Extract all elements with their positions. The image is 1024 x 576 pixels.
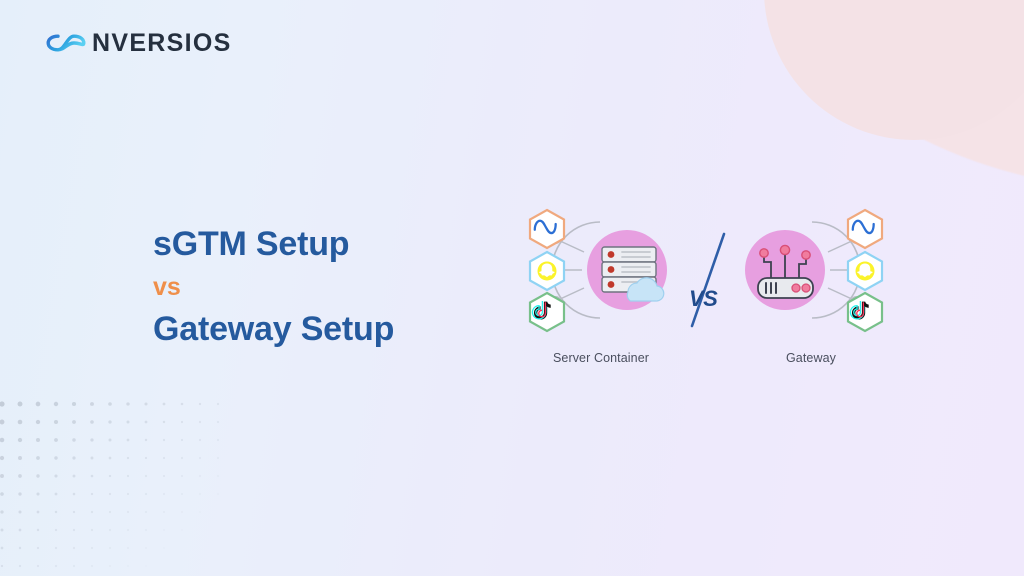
infinity-icon: [46, 34, 86, 52]
headline-line-2: Gateway Setup: [153, 310, 395, 349]
gateway-platform-badges: [846, 208, 884, 333]
headline-line-1: sGTM Setup: [153, 225, 350, 263]
headline-vs: vs: [153, 273, 181, 302]
brand-logo: NVERSIOS: [45, 28, 232, 58]
server-platform-badges: [528, 208, 566, 333]
server-container-diagram: [551, 221, 667, 319]
vs-slash-line: [690, 232, 726, 328]
pink-corner-blob-inner: [764, 0, 1024, 140]
meta-logo-icon: [846, 208, 884, 250]
brand-wordmark: NVERSIOS: [92, 28, 232, 57]
tiktok-logo-icon: [528, 291, 566, 333]
snapchat-logo-icon: [528, 250, 566, 292]
meta-logo-icon: [528, 208, 566, 250]
comparison-illustration: Server Container VS: [516, 200, 896, 365]
snapchat-logo-icon: [846, 250, 884, 292]
headline-block: sGTM Setup vs Gateway Setup: [153, 222, 394, 352]
tiktok-logo-icon: [846, 291, 884, 333]
cloud-icon: [626, 277, 665, 302]
server-rack-cloud-icon: [601, 246, 665, 302]
vs-divider: VS: [682, 230, 742, 330]
server-container-group: Server Container: [516, 200, 686, 365]
server-container-label: Server Container: [552, 351, 650, 365]
gateway-label: Gateway: [785, 351, 837, 365]
gateway-group: Gateway: [726, 200, 896, 365]
gateway-router-icon: [757, 244, 814, 299]
vs-label: VS: [689, 286, 718, 311]
dot-grid-decoration: [0, 401, 220, 568]
